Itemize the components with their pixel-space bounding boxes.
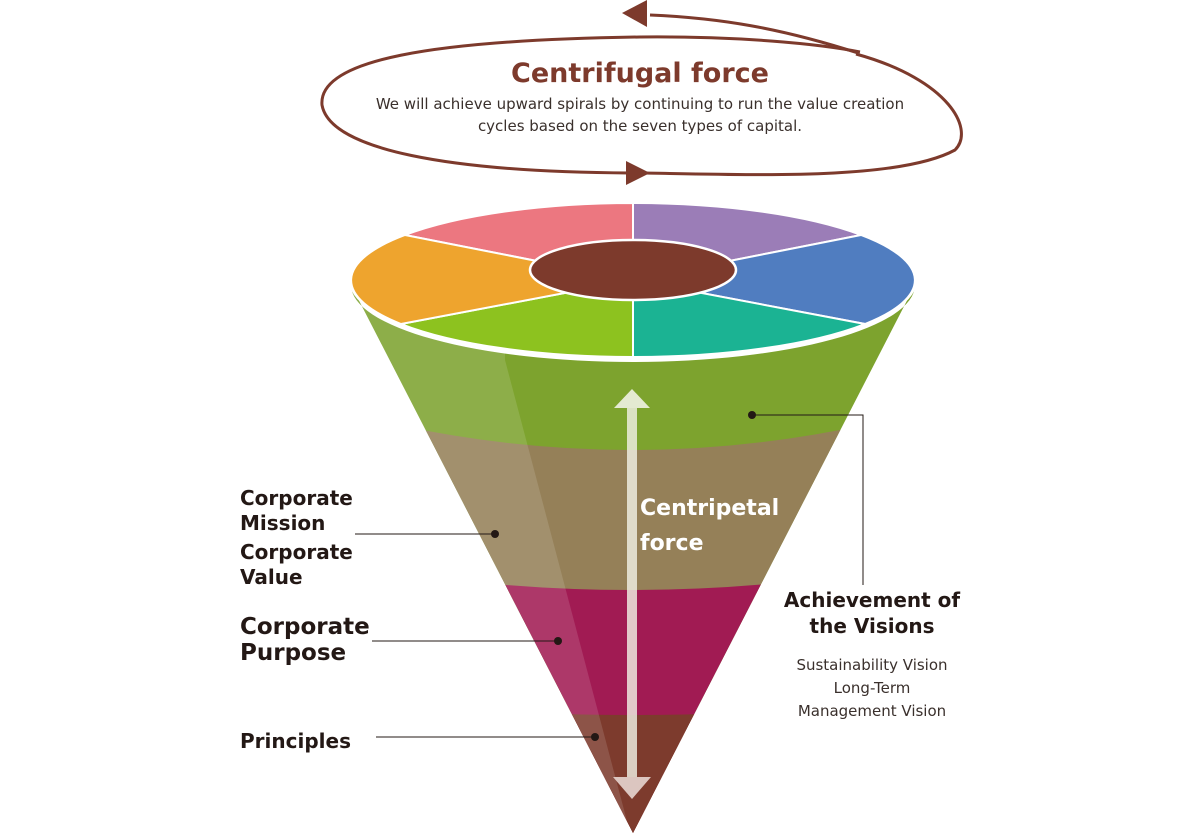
orbit-lower-arc xyxy=(320,35,861,175)
mission-line-2: Mission xyxy=(240,511,325,535)
centrifugal-desc-line-2: cycles based on the seven types of capit… xyxy=(478,117,802,135)
centrifugal-orbit: Centrifugal force We will achieve upward… xyxy=(320,0,963,185)
leader-dot-mission xyxy=(491,530,499,538)
orbit-arrow-right-icon xyxy=(626,161,650,185)
label-purpose: Corporate Purpose xyxy=(240,614,562,666)
label-mission-value: Corporate Mission Corporate Value xyxy=(240,486,499,589)
visions-title-line-1: Achievement of xyxy=(784,588,961,612)
ring-segment-lime xyxy=(397,278,634,359)
centripetal-arrow: Centripetal force xyxy=(613,389,779,799)
centripetal-label-line-1: Centripetal xyxy=(640,496,779,521)
leader-dot-principles xyxy=(591,733,599,741)
label-principles: Principles xyxy=(240,729,599,753)
label-visions: Achievement of the Visions Sustainabilit… xyxy=(748,411,960,720)
ring-segment-teal xyxy=(632,278,869,359)
ring-center xyxy=(528,238,738,302)
arrow-up-icon xyxy=(614,389,650,408)
purpose-line-1: Corporate xyxy=(240,614,370,640)
visions-title-line-2: the Visions xyxy=(810,614,935,638)
orbit-arrow-left-icon xyxy=(622,0,647,27)
ring-segment-blue xyxy=(632,233,916,326)
purpose-line-2: Purpose xyxy=(240,640,346,666)
leader-dot-purpose xyxy=(554,637,562,645)
centrifugal-desc-line-1: We will achieve upward spirals by contin… xyxy=(376,95,904,113)
centripetal-label-line-2: force xyxy=(640,531,704,556)
capital-ring xyxy=(349,201,917,359)
visions-sub-line-2: Long-Term xyxy=(834,679,911,697)
leader-line-visions xyxy=(752,414,864,585)
value-line-1: Corporate xyxy=(240,540,353,564)
mission-line-1: Corporate xyxy=(240,486,353,510)
principles-text: Principles xyxy=(240,729,351,753)
centripetal-shaft xyxy=(627,405,637,785)
visions-sub-line-1: Sustainability Vision xyxy=(796,656,947,674)
centrifugal-title: Centrifugal force xyxy=(511,58,769,89)
ring-segment-orange xyxy=(350,233,634,326)
arrow-down-icon xyxy=(613,777,651,799)
visions-sub-line-3: Management Vision xyxy=(798,702,946,720)
value-line-2: Value xyxy=(240,565,303,589)
orbit-upper-arc xyxy=(644,13,963,177)
